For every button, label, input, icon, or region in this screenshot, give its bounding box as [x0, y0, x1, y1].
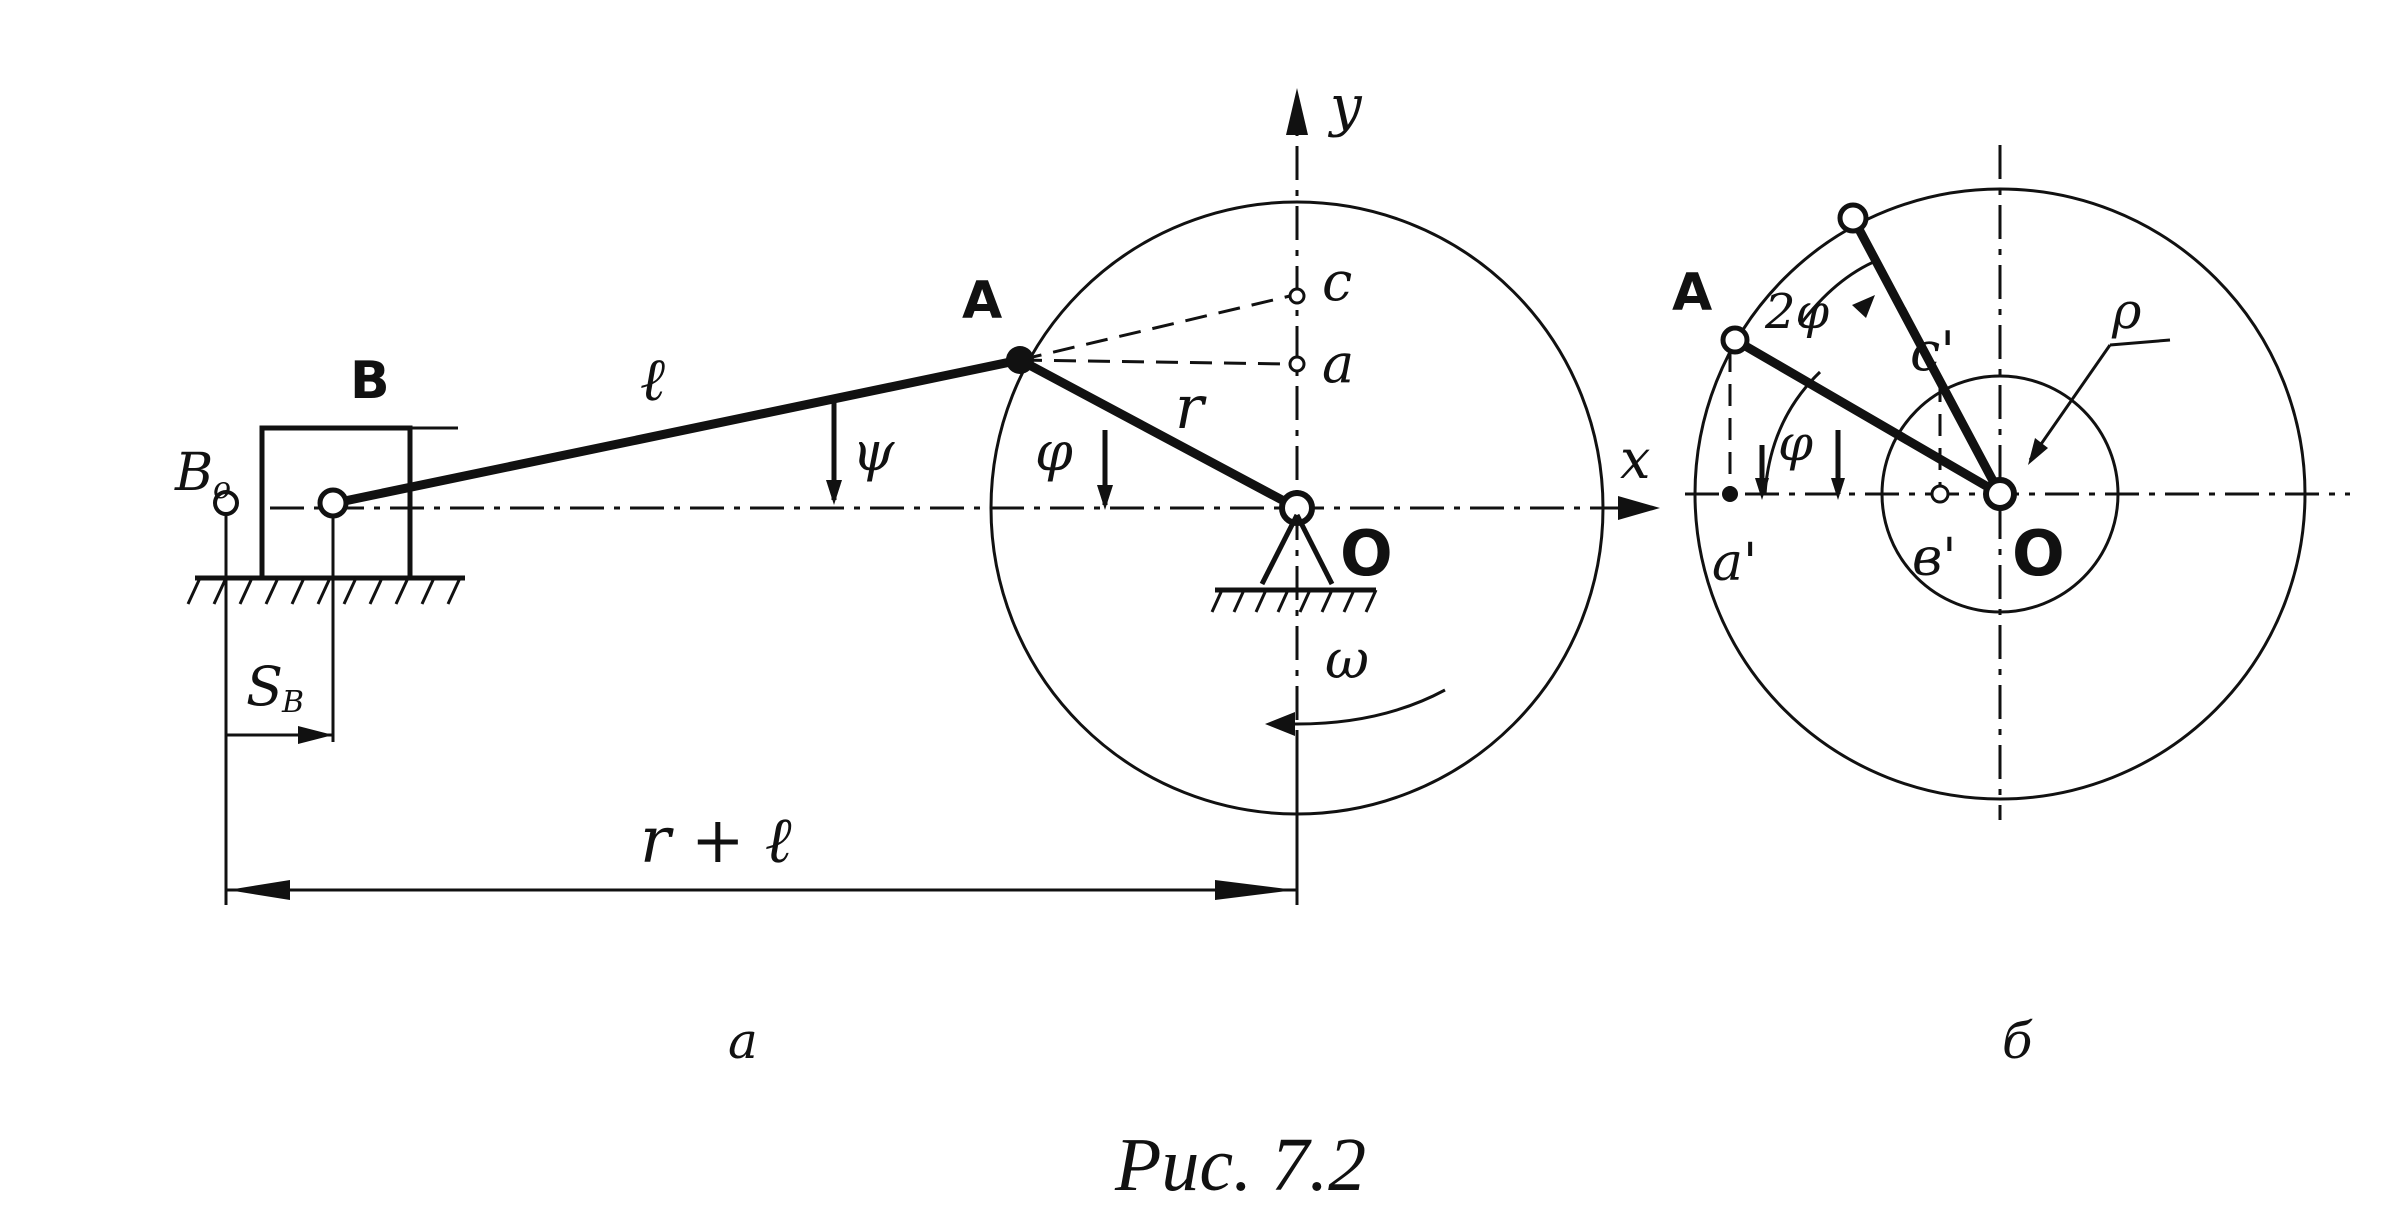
b-label-2phi: 2φ: [1764, 284, 1830, 340]
dashed-line-A-to-a: [1019, 358, 1291, 366]
b-2phi-arrow: [1852, 295, 1875, 318]
label-l: ℓ: [640, 345, 665, 415]
b-label-c-prime: c': [1910, 320, 1955, 383]
b-label-a-prime: a': [1712, 533, 1757, 593]
panel-label-b: б: [2002, 1012, 2033, 1070]
label-r: r: [1175, 373, 1207, 443]
b-phi-arrow-1: [1755, 478, 1769, 500]
joint-O: [1279, 490, 1315, 526]
label-B0-subscript: o: [213, 471, 231, 506]
b-point-a-prime: [1722, 486, 1738, 502]
label-B0: B: [174, 443, 213, 503]
label-y: y: [1327, 74, 1363, 139]
b-rho-leader-tail: [2109, 338, 2171, 347]
figure-caption: Рис. 7.2: [1114, 1123, 1366, 1207]
b-inner-circle: [1880, 374, 2120, 614]
fixed-support-O: [1210, 513, 1378, 613]
b-label-A: A: [1672, 263, 1712, 323]
b-point-O: [1983, 477, 2017, 511]
slider-guide-hatching: [186, 577, 462, 605]
psi-arrow: [826, 480, 842, 505]
b-phi-angle-arc: [1763, 370, 1822, 495]
b-rho-leader: [2028, 344, 2112, 461]
omega-arrow: [1265, 712, 1295, 736]
dashed-line-A-to-c: [1019, 294, 1291, 362]
label-a: a: [1322, 332, 1354, 395]
label-x: x: [1620, 428, 1650, 491]
b-point-b-prime: [1930, 484, 1950, 504]
connecting-rod: [330, 355, 1025, 508]
label-r-plus-l: r + ℓ: [640, 804, 792, 878]
label-omega: ω: [1325, 628, 1369, 691]
label-psi: ψ: [852, 420, 895, 483]
b-vector-O-2phi: [1848, 213, 2005, 499]
b-outer-circle: [1693, 187, 2307, 801]
omega-rotation-arc: [1291, 688, 1446, 726]
y-axis-arrow: [1286, 88, 1308, 135]
b-label-O: O: [2012, 517, 2065, 590]
label-O: O: [1340, 517, 1393, 590]
label-phi: φ: [1035, 420, 1073, 483]
panel-b: A 2φ φ c' a' в' O ρ б: [1672, 145, 2350, 1070]
point-c: [1288, 287, 1306, 305]
label-SB: S: [246, 655, 283, 718]
crank-arm: [1015, 355, 1302, 513]
panel-label-a: a: [728, 1012, 758, 1070]
b-point-A: [1720, 325, 1750, 355]
x-axis-arrow: [1618, 496, 1660, 520]
b-rho-arrow: [2028, 438, 2048, 465]
label-B: B: [350, 351, 390, 411]
phi-arrow: [1097, 485, 1113, 510]
b-vector-OA: [1730, 335, 2005, 499]
panel-a: y A c a B B o ℓ r ψ φ O x ω S B r + ℓ a: [174, 74, 1660, 1070]
b-label-b-prime: в': [1912, 528, 1957, 588]
b-label-phi: φ: [1778, 414, 1813, 472]
b-2phi-angle-arc: [1798, 258, 1879, 326]
b-label-rho: ρ: [2111, 282, 2142, 340]
b-point-2phi-end: [1837, 202, 1869, 234]
sb-arrow: [298, 726, 333, 744]
rl-arrow-right: [1215, 880, 1295, 900]
rl-arrow-left: [228, 880, 290, 900]
joint-A: [1006, 346, 1034, 374]
b-phi-arrow-2: [1831, 478, 1845, 500]
label-A: A: [962, 271, 1002, 331]
label-c: c: [1322, 250, 1352, 313]
point-a: [1288, 355, 1306, 373]
joint-B: [317, 487, 349, 519]
label-SB-subscript: B: [281, 685, 304, 720]
